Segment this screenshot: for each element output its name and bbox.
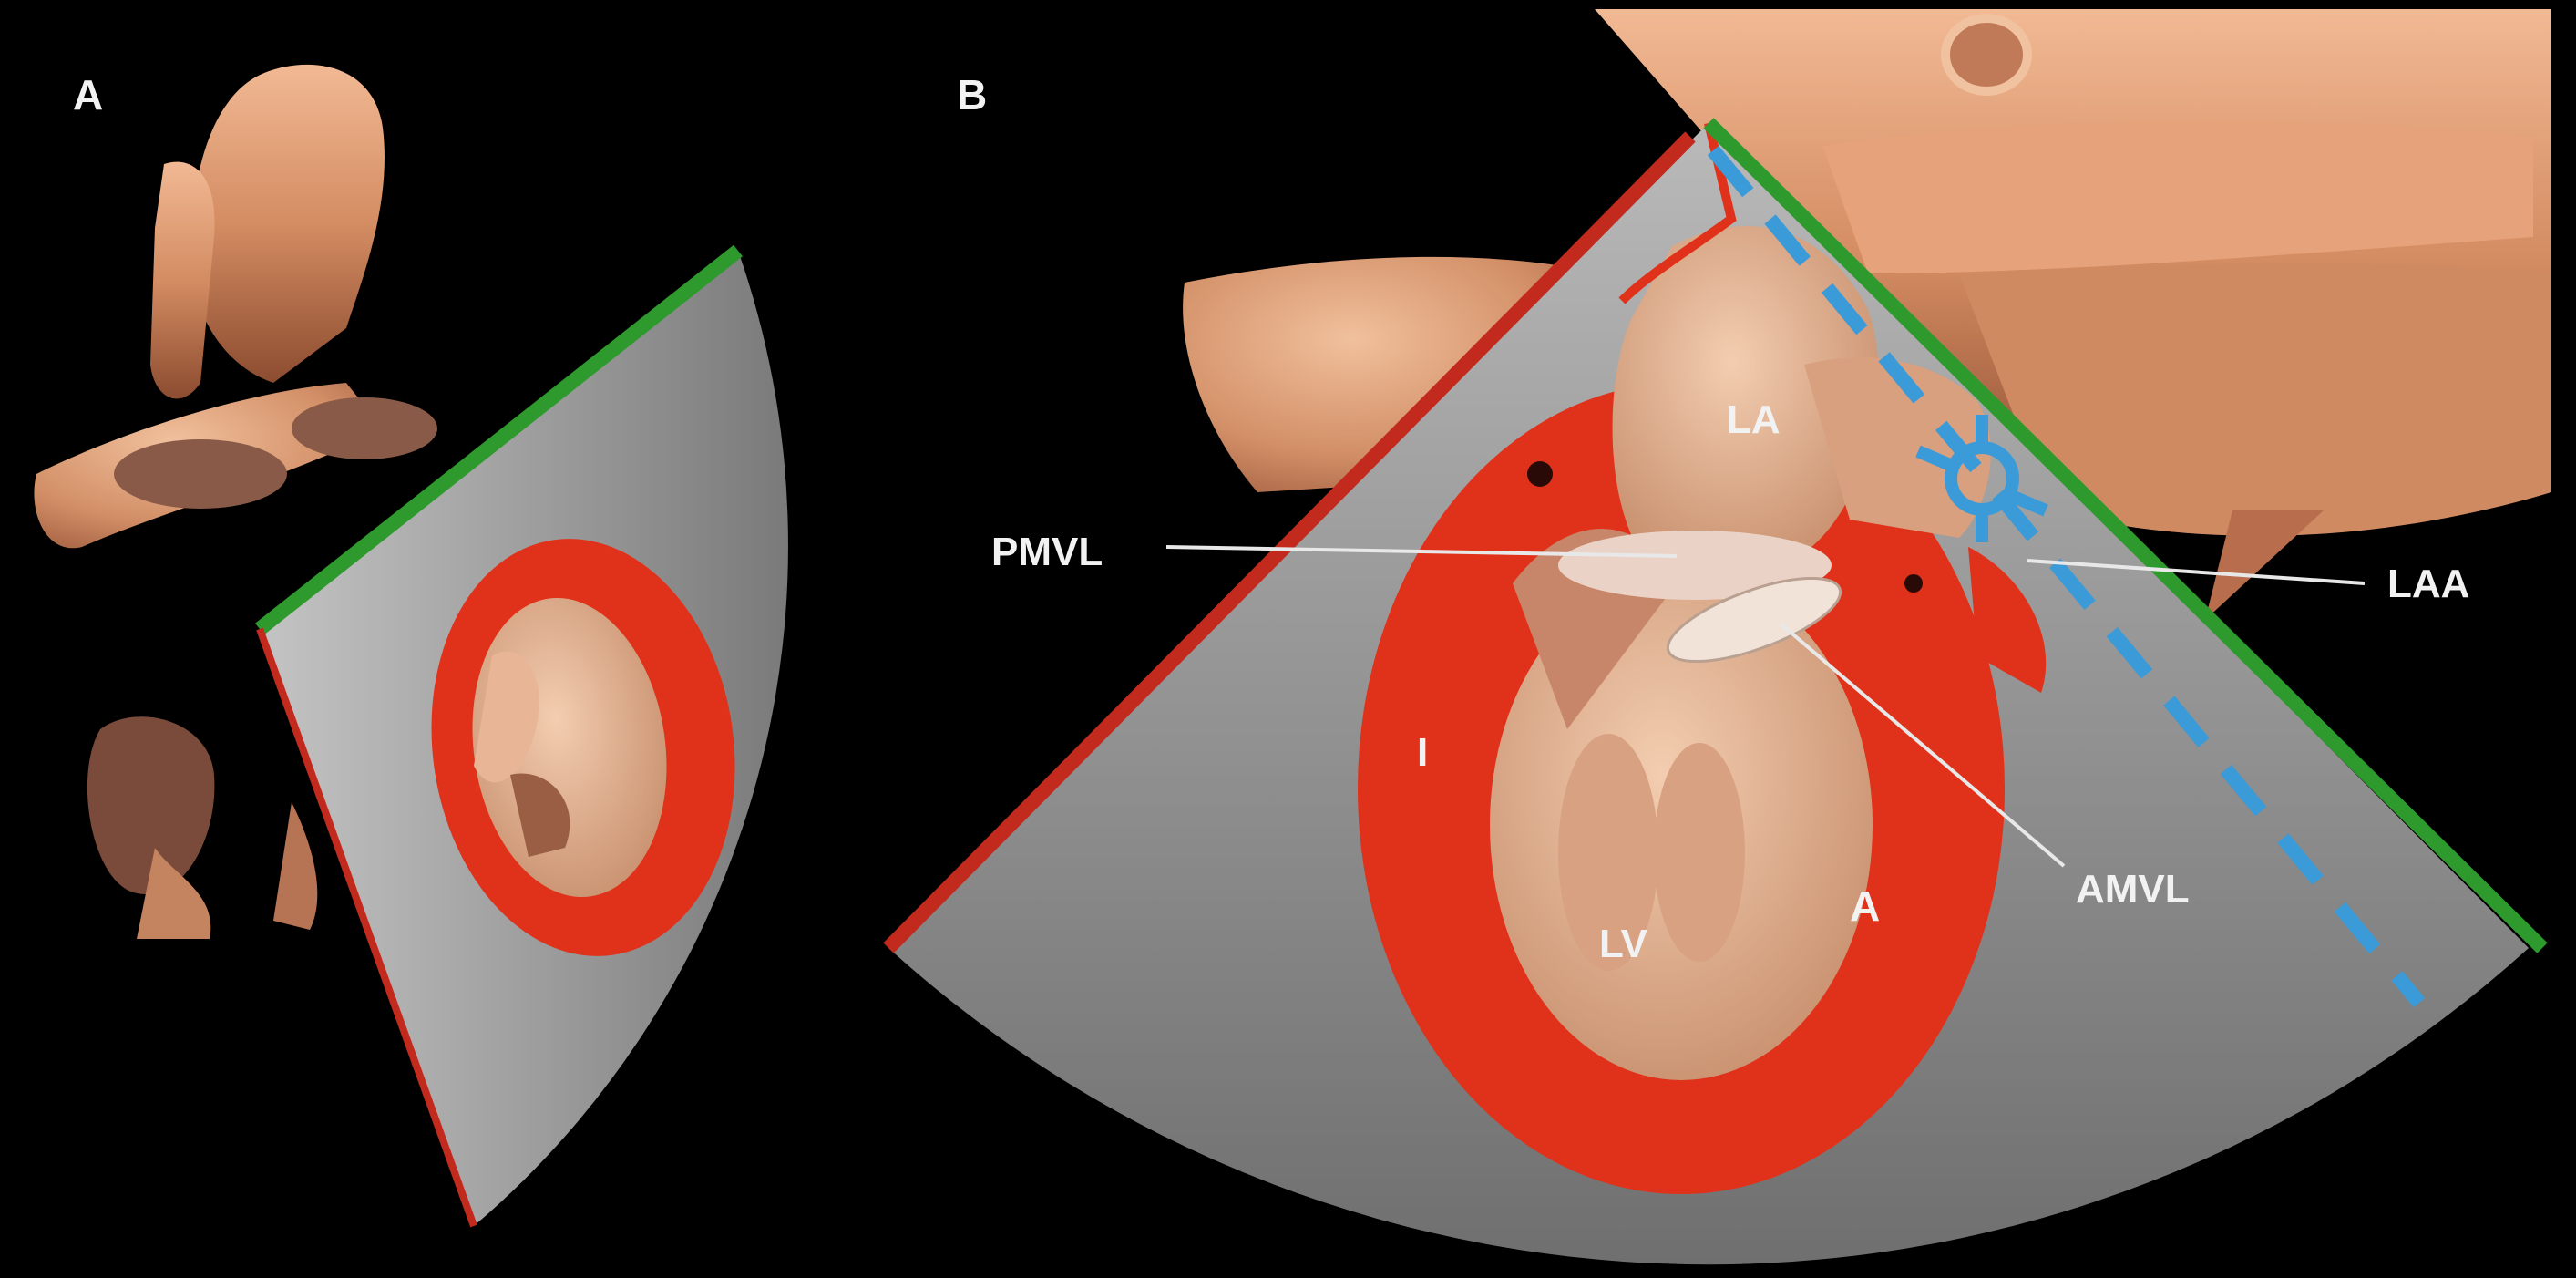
label-la: LA: [1727, 397, 1781, 442]
panel-b-marker-dot: [1527, 461, 1553, 487]
label-pmvl: PMVL: [991, 530, 1103, 574]
panel-b-marker-dot: [1904, 574, 1923, 593]
label-lv: LV: [1599, 922, 1648, 966]
label-laa: LAA: [2387, 562, 2469, 606]
label-i: I: [1417, 730, 1428, 775]
panel-a-letter: A: [73, 71, 103, 119]
panel-b: B LA PMVL LAA AMVL LV I A: [888, 9, 2551, 1264]
label-amvl: AMVL: [2076, 867, 2190, 912]
panel-b-letter: B: [957, 71, 987, 119]
label-a: A: [1850, 882, 1880, 930]
panel-a: A: [34, 65, 788, 1226]
